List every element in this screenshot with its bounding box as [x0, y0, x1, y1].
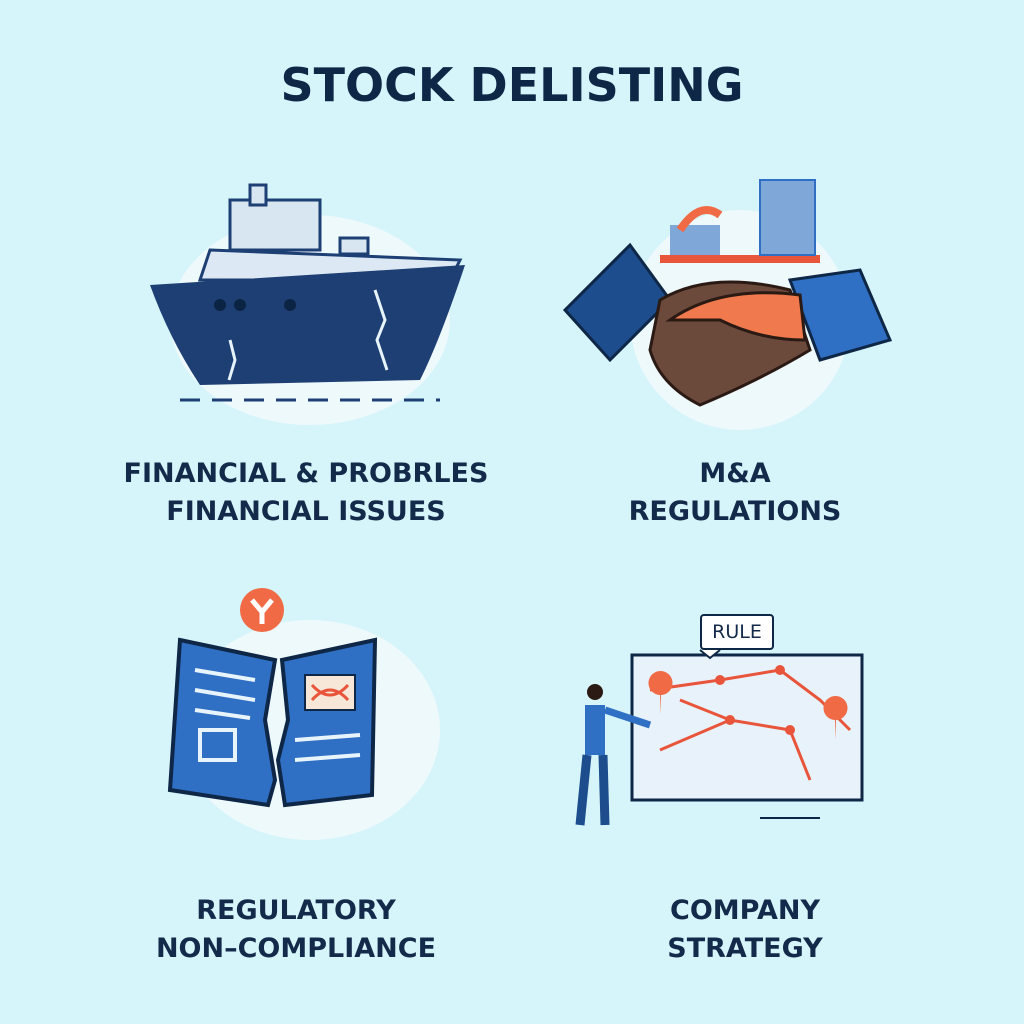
caption-line: NON–COMPLIANCE: [155, 933, 437, 964]
sinking-ship-icon: [150, 183, 465, 425]
strategy-map-presenter-icon: RULE: [560, 600, 880, 840]
caption-ma-regulations: M&A REGULATIONS: [505, 455, 965, 531]
caption-financial-issues: FINANCIAL & PROBRLES FINANCIAL ISSUES: [76, 455, 536, 531]
caption-regulatory-non-compliance: REGULATORY NON–COMPLIANCE: [66, 892, 526, 968]
caption-company-strategy: COMPANY STRATEGY: [515, 892, 975, 968]
caption-line: M&A: [699, 458, 771, 489]
torn-document-icon: [167, 588, 440, 840]
caption-line: STRATEGY: [667, 933, 823, 964]
caption-line: FINANCIAL & PROBRLES: [123, 458, 489, 489]
caption-line: COMPANY: [670, 895, 820, 926]
rule-sign: RULE: [700, 614, 774, 650]
handshake-icon: [562, 179, 893, 430]
caption-line: REGULATIONS: [628, 496, 842, 527]
page-title: STOCK DELISTING: [280, 58, 744, 112]
caption-line: FINANCIAL ISSUES: [166, 496, 446, 527]
caption-line: REGULATORY: [196, 895, 396, 926]
